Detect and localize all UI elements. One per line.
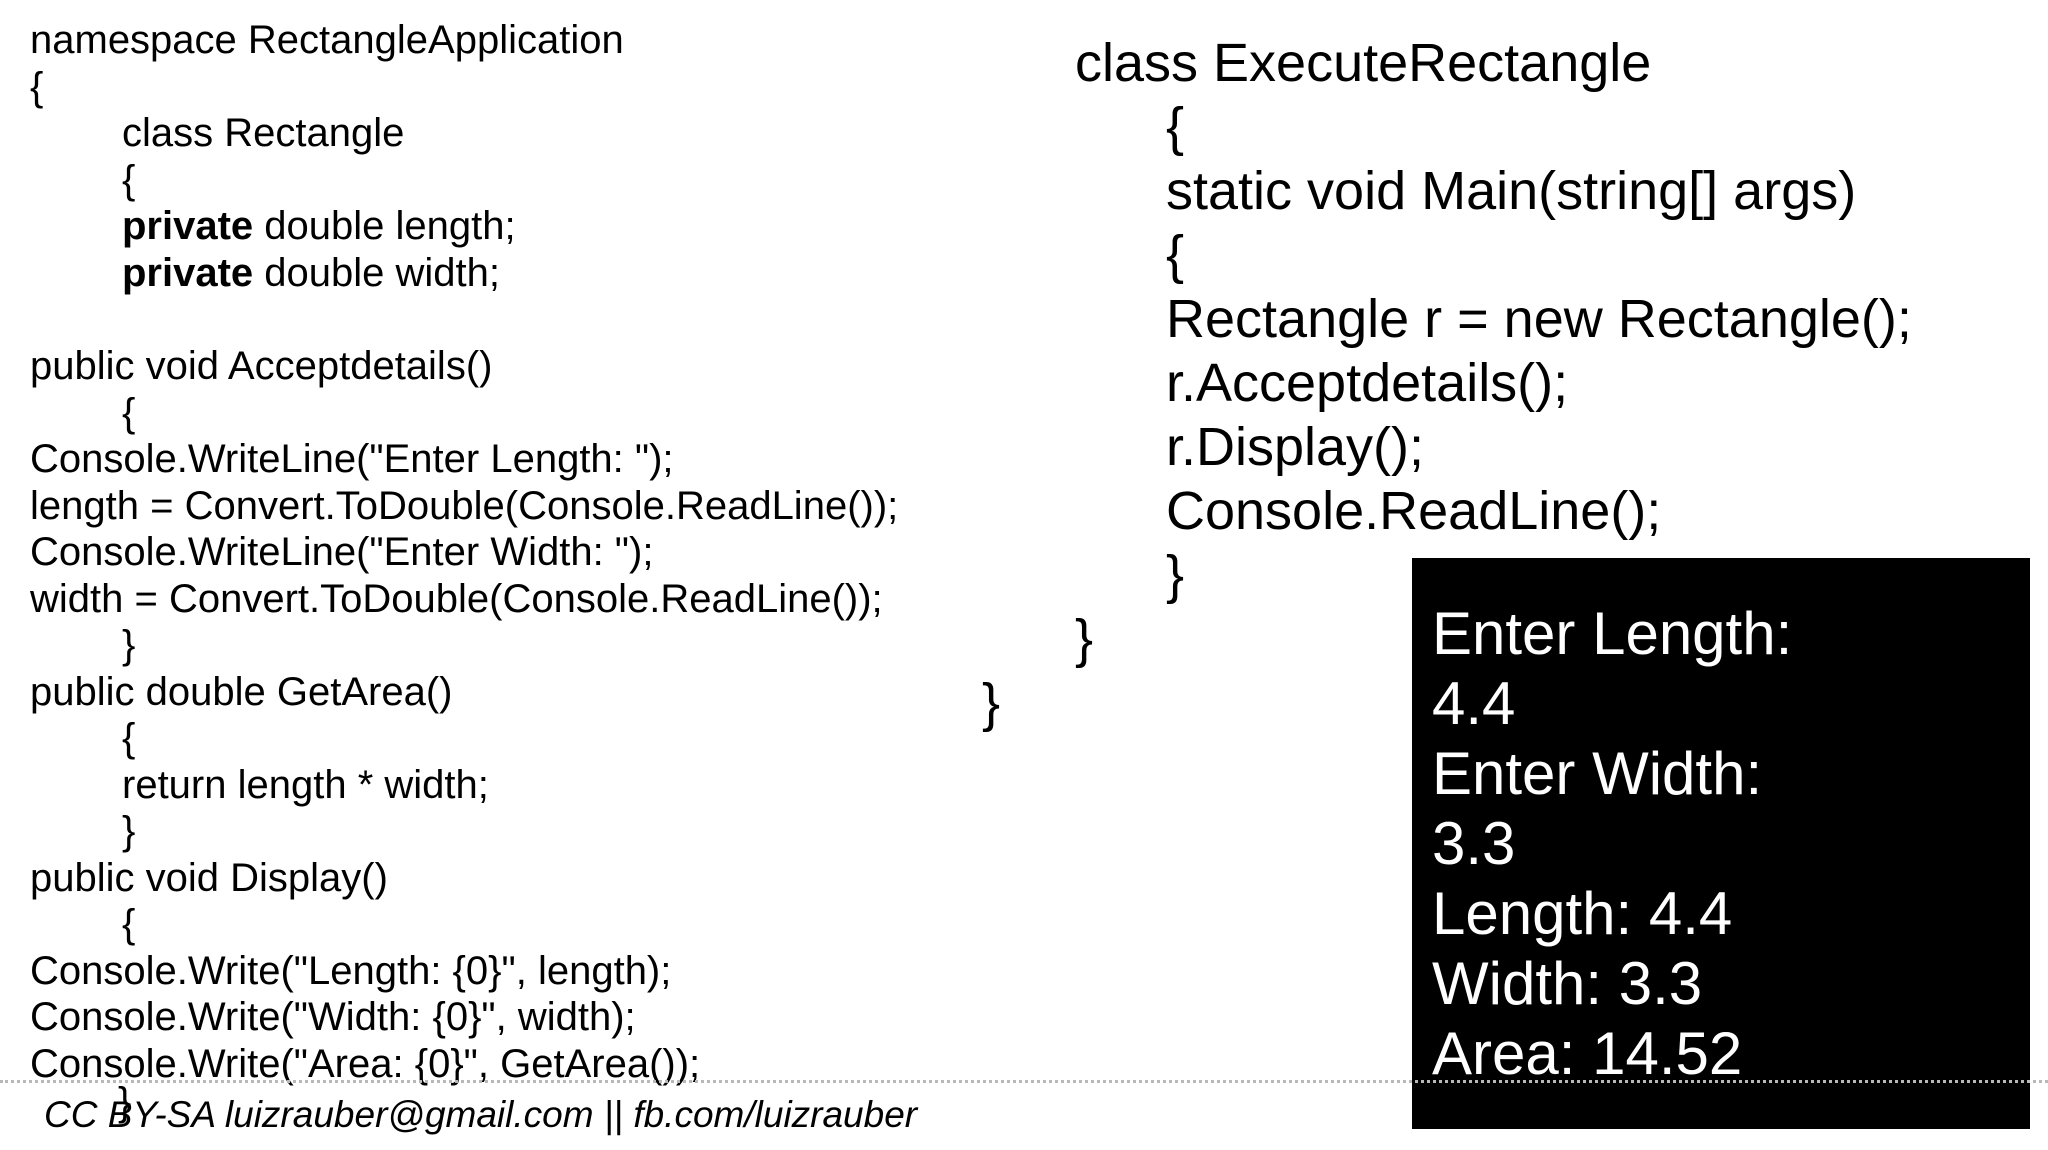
code-brace: } xyxy=(1075,609,1094,669)
footer-credit: CC BY-SA luizrauber@gmail.com || fb.com/… xyxy=(44,1094,918,1135)
field-length-text: double length; xyxy=(253,204,516,248)
code-namespace-line: namespace RectangleApplication xyxy=(30,18,624,62)
code-display-line: Console.Write("Area: {0}", GetArea()); xyxy=(30,1042,701,1086)
console-output-line: Length: 4.4 xyxy=(1432,880,1733,947)
code-brace: { xyxy=(122,716,136,760)
code-brace: { xyxy=(122,158,136,202)
code-display-decl: public void Display() xyxy=(30,856,388,900)
code-getarea-decl: public double GetArea() xyxy=(30,670,453,714)
code-main-line: r.Display(); xyxy=(1166,417,1425,477)
code-accept-line: width = Convert.ToDouble(Console.ReadLin… xyxy=(30,577,883,621)
code-class-decl: class ExecuteRectangle xyxy=(1075,33,1652,93)
code-brace: { xyxy=(122,902,136,946)
code-brace: } xyxy=(122,809,136,853)
code-field-width: private double width; xyxy=(122,253,500,293)
code-brace: { xyxy=(30,65,44,109)
code-class-decl: class Rectangle xyxy=(122,111,405,155)
code-main-line: r.Acceptdetails(); xyxy=(1166,353,1569,413)
console-output-line: Enter Width: xyxy=(1432,740,1763,807)
code-main-decl: static void Main(string[] args) xyxy=(1166,161,1857,221)
footer-divider xyxy=(0,1080,2048,1083)
code-brace: { xyxy=(122,391,136,435)
keyword-private: private xyxy=(122,204,254,248)
console-output-line: 4.4 xyxy=(1432,670,1516,737)
code-brace: } xyxy=(122,623,136,667)
console-output-line: 3.3 xyxy=(1432,810,1516,877)
console-output-line: Enter Length: xyxy=(1432,600,1793,667)
code-accept-line: Console.WriteLine("Enter Width: "); xyxy=(30,530,654,574)
code-accept-line: Console.WriteLine("Enter Length: "); xyxy=(30,437,674,481)
code-brace: { xyxy=(1166,97,1185,157)
keyword-private: private xyxy=(122,251,254,295)
code-field-length: private double length; xyxy=(122,206,516,246)
field-width-text: double width; xyxy=(253,251,501,295)
code-main-line: Console.ReadLine(); xyxy=(1166,481,1662,541)
code-brace: { xyxy=(1166,225,1185,285)
code-accept-decl: public void Acceptdetails() xyxy=(30,344,493,388)
code-main-line: Rectangle r = new Rectangle(); xyxy=(1166,289,1912,349)
code-getarea-return: return length * width; xyxy=(122,763,489,807)
console-output-window: Enter Length: 4.4 Enter Width: 3.3 Lengt… xyxy=(1412,558,2030,1129)
code-display-line: Console.Write("Width: {0}", width); xyxy=(30,995,636,1039)
code-accept-line: length = Convert.ToDouble(Console.ReadLi… xyxy=(30,484,899,528)
console-output-line: Area: 14.52 xyxy=(1432,1020,1743,1087)
console-output-line: Width: 3.3 xyxy=(1432,950,1703,1017)
code-display-line: Console.Write("Length: {0}", length); xyxy=(30,949,672,993)
code-brace: } xyxy=(1166,545,1185,605)
code-brace: } xyxy=(118,1080,132,1124)
code-brace: } xyxy=(982,673,1001,733)
